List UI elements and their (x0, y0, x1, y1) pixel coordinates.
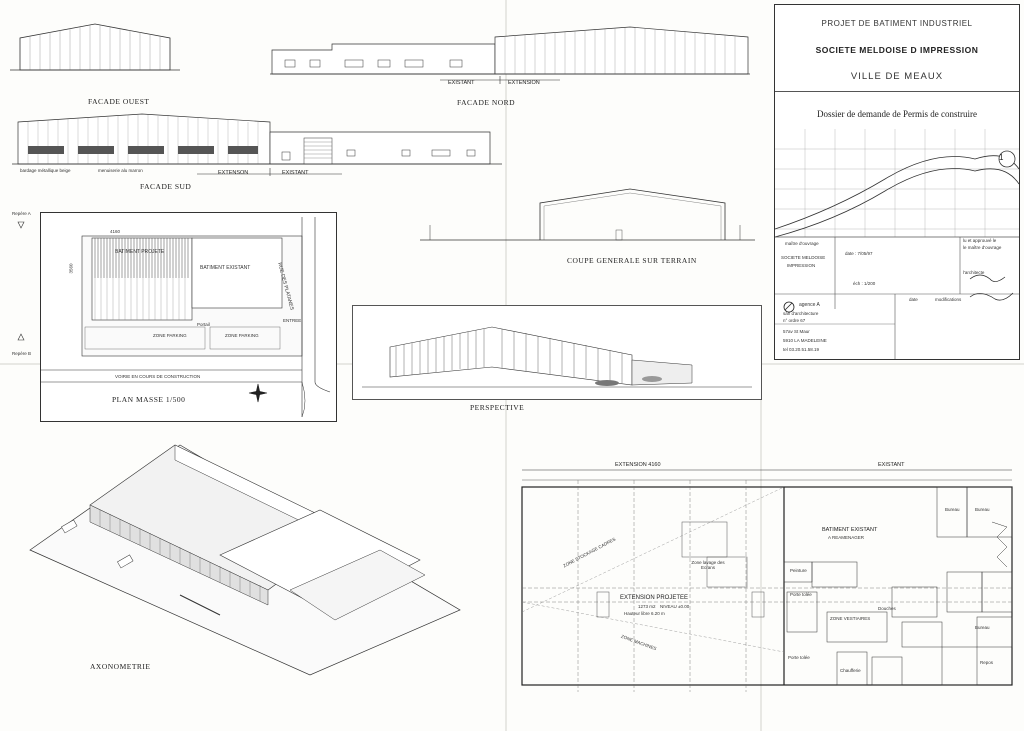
extension-projetee-label: EXTENSION PROJETEE (620, 595, 689, 601)
facade-sud-caption: FACADE SUD (140, 182, 192, 191)
sheet-number: 1 (999, 153, 1004, 162)
repere-b-label: Repère B (12, 351, 32, 356)
douches-label: Douches (878, 606, 896, 611)
facade-nord-extension-label: EXTENSION (508, 80, 540, 86)
facade-nord-drawing (270, 26, 750, 84)
facade-ouest-drawing (10, 23, 180, 71)
coupe-caption: COUPE GENERALE SUR TERRAIN (567, 256, 697, 265)
title-block-grid (774, 129, 1020, 359)
owner-name-2: IMPRESSION (787, 263, 816, 268)
perspective-drawing (362, 326, 752, 388)
chaufferie-label: Chaufferie (840, 668, 861, 673)
floor-plan-extension-dim: EXTENSION 4160 (615, 462, 661, 468)
facade-nord-existant-label: EXISTANT (448, 80, 475, 86)
plan-masse-caption: PLAN MASSE 1/500 (112, 395, 186, 404)
owner-name-1: SOCIETE MELDOISE (781, 255, 826, 260)
axonometrie-caption: AXONOMETRIE (90, 662, 151, 671)
floor-plan-reamenager: A REAMENAGER (828, 535, 865, 540)
facade-nord-caption: FACADE NORD (457, 98, 516, 107)
extension-hauteur: Hauteur libre 6.20 m (624, 611, 665, 616)
repos-label: Repos (980, 660, 994, 665)
repere-a-label: Repère A (12, 211, 31, 216)
dossier-title: Dossier de demande de Permis de construi… (817, 109, 977, 119)
drawing-scale: éch : 1/200 (853, 281, 876, 286)
porte-tolee-1-label: Porte tolée (790, 592, 812, 597)
drawing-date: date : 7/05/97 (845, 251, 873, 256)
agency-address-2: 5910 LA MADELEINE (783, 338, 827, 343)
revision-date-header: date (909, 297, 918, 302)
bureau-2-label: Bureau (975, 507, 990, 512)
peinture-label: Peinture (790, 568, 807, 573)
title-block: PROJET DE BATIMENT INDUSTRIEL SOCIETE ME… (774, 4, 1020, 360)
agency-phone: tel 03.20.51.58.19 (783, 347, 820, 352)
agency-order: n° ordre 67 (783, 318, 806, 323)
project-title: PROJET DE BATIMENT INDUSTRIEL (821, 19, 973, 28)
approval-label: lu et approuvé le (963, 238, 997, 243)
vestiaires-label: ZONE VESTIAIRES (830, 616, 871, 621)
plan-masse-drawing (17, 217, 331, 418)
paper-fold-vertical-2 (760, 365, 762, 731)
zone-parking-2-label: ZONE PARKING (225, 333, 259, 338)
owner-label: maître d'ouvrage (785, 241, 819, 246)
facade-sud-existant-label: EXISTANT (282, 170, 309, 176)
agency-name: agence A (799, 302, 820, 308)
batiment-projete-label: BATIMENT PROJETE (115, 249, 165, 255)
floor-plan-existant-dim: EXISTANT (878, 462, 905, 468)
facade-sud-drawing (12, 113, 502, 176)
company-name: SOCIETE MELDOISE D IMPRESSION (815, 45, 979, 55)
extension-niveau: NIVEAU ±0.00 (660, 604, 690, 609)
title-block-divider-1 (775, 91, 1019, 92)
portail-label: Portail (197, 322, 210, 327)
plan-masse-dim-4160: 4160 (110, 229, 121, 234)
facade-sud-extension-label: EXTENSON (218, 170, 249, 176)
entree-label: ENTREE (283, 318, 302, 323)
city-name: VILLE DE MEAUX (850, 71, 944, 82)
axonometrie-drawing (29, 444, 461, 676)
agency-address-1: 57av St Maur (783, 329, 810, 334)
bardage-annotation: bardage métallique beige (20, 168, 71, 173)
zone-lavage-label: Zone lavage des Ecrans (691, 560, 725, 570)
revision-modifications-header: modifications (935, 297, 962, 302)
agency-subtitle: sarl d'architecture (783, 311, 819, 316)
voirie-label: VOIRIE EN COURS DE CONSTRUCTION (115, 374, 201, 379)
coupe-drawing (420, 188, 755, 241)
floor-plan-drawing (521, 469, 1013, 692)
zone-parking-1-label: ZONE PARKING (153, 333, 187, 338)
porte-tolee-2-label: Porte tolée (788, 655, 810, 660)
bureau-1-label: Bureau (945, 507, 960, 512)
architect-signature-label: l'architecte (963, 270, 985, 275)
plan-masse-dim-3560: 3560 (68, 263, 74, 274)
approval-owner-label: le maître d'ouvrage (963, 245, 1002, 250)
perspective-caption: PERSPECTIVE (470, 403, 525, 412)
bureau-3-label: Bureau (975, 625, 990, 630)
facade-ouest-caption: FACADE OUEST (88, 97, 150, 106)
extension-area: 1273 m2 (638, 604, 656, 609)
batiment-existant-label: BATIMENT EXISTANT (200, 265, 251, 271)
menuiserie-annotation: menuiserie alu marron (98, 168, 143, 173)
floor-plan-batiment-existant: BATIMENT EXISTANT (822, 527, 878, 533)
